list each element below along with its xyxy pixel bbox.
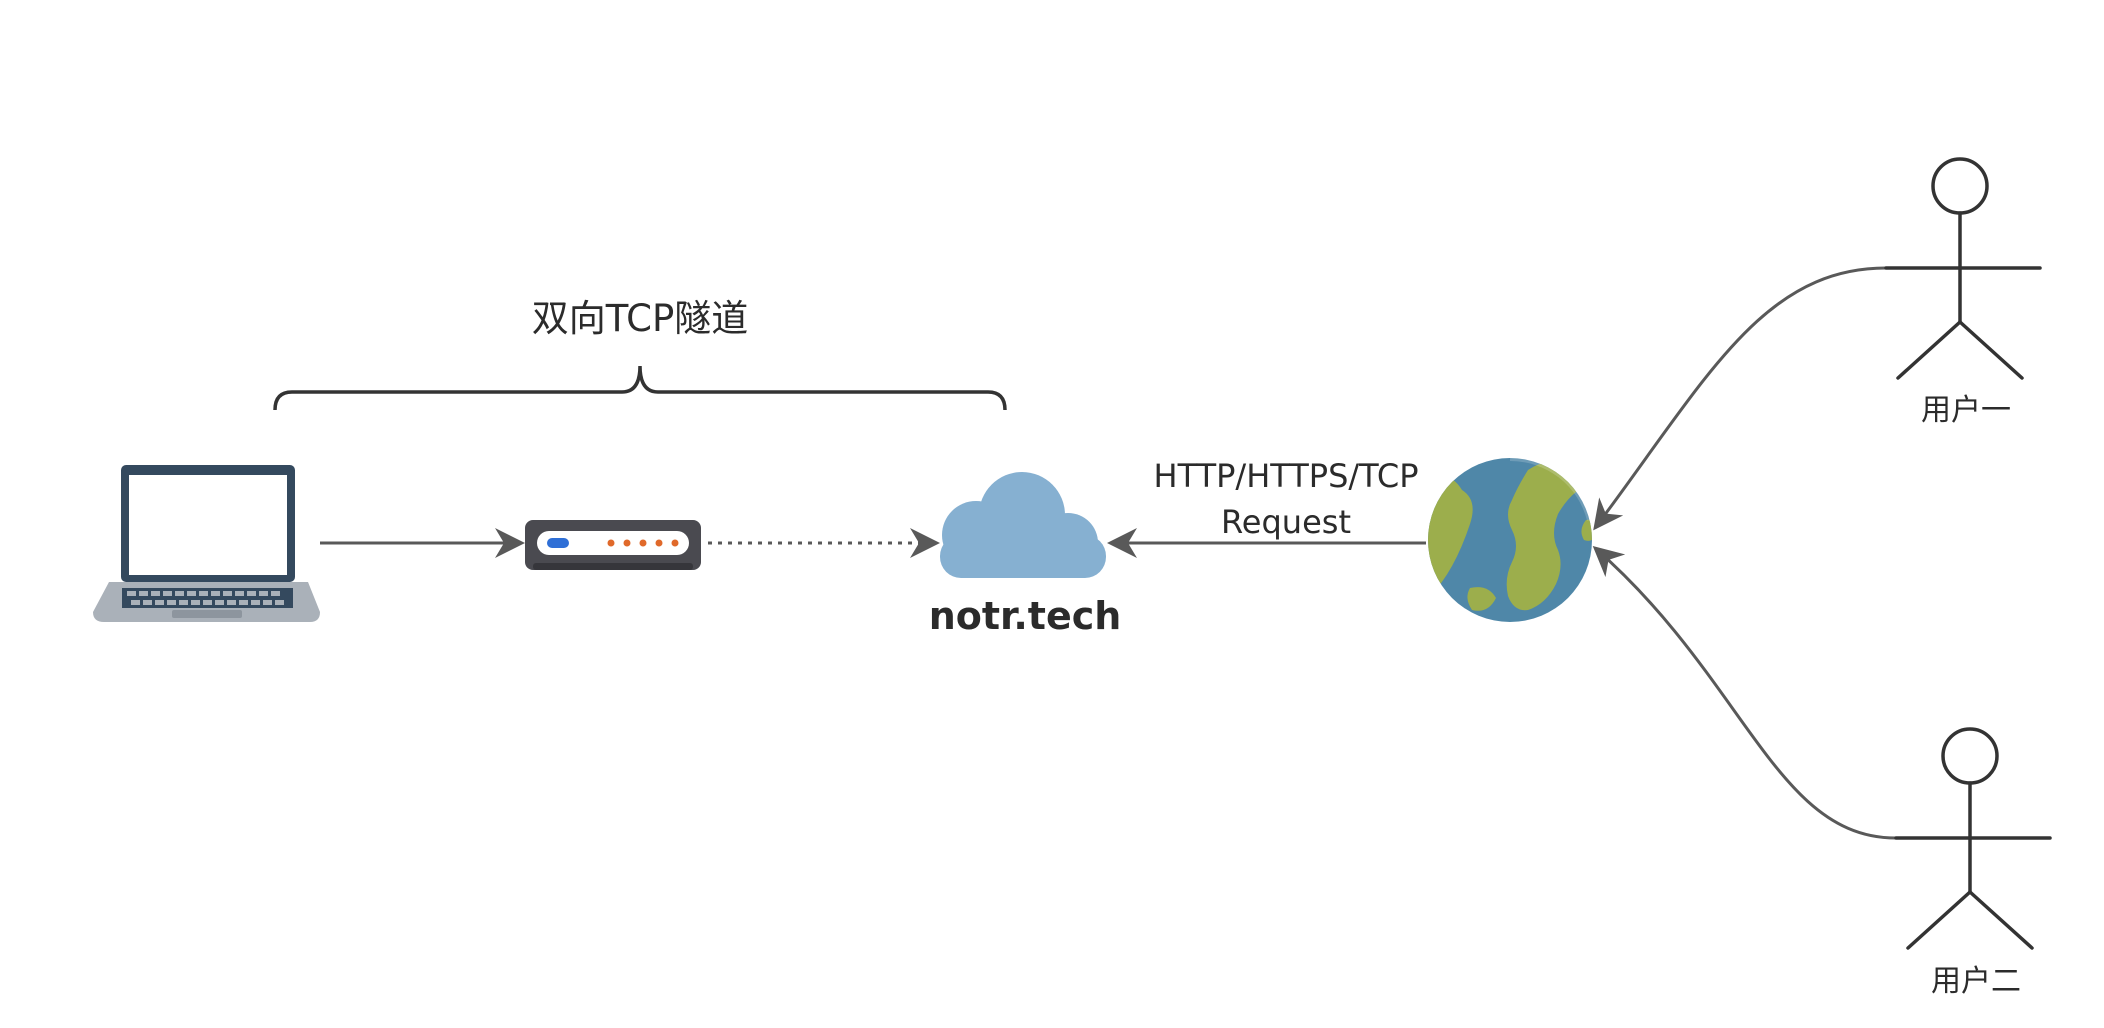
request-protocol-label: HTTP/HTTPS/TCP Request [1154,453,1419,545]
laptop-icon [93,465,320,622]
user2-label: 用户二 [1931,964,2021,999]
cloud-domain-label: notr.tech [928,594,1122,638]
request-protocol-line1: HTTP/HTTPS/TCP [1153,457,1419,495]
user1-label: 用户一 [1921,393,2011,428]
cloud-icon [940,472,1106,578]
user-icon [1884,157,2042,380]
user1-to-globe-arrow [1593,266,1887,531]
router-icon [525,520,701,570]
user-icon [1894,727,2052,950]
user2-to-globe-arrow [1592,546,1897,840]
tunnel-label: 双向TCP隧道 [531,297,749,340]
request-protocol-line2: Request [1221,503,1351,541]
globe-icon [1428,454,1593,622]
tunnel-brace [273,365,1007,411]
